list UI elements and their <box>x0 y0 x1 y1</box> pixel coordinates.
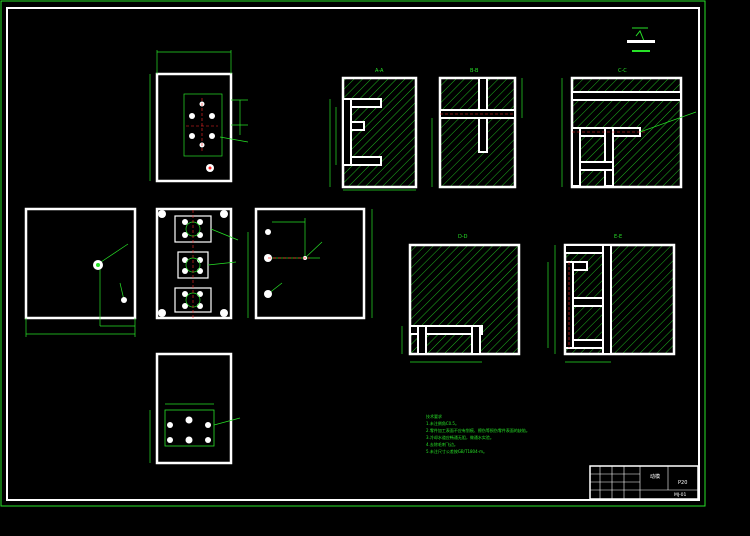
front-view <box>155 207 239 320</box>
section-a-a-label: A-A <box>375 68 384 74</box>
technical-note-line: 1.未注倒角C0.5。 <box>426 421 459 426</box>
title-block <box>589 465 699 500</box>
right-view <box>247 207 373 320</box>
section-d-d <box>401 243 521 363</box>
bottom-view <box>149 352 241 465</box>
section-c-c <box>561 76 697 189</box>
section-b-b-label: B-B <box>470 68 479 74</box>
section-b-b <box>431 76 523 189</box>
technical-note-line: 2.零件加工表面不应有划痕、擦伤等损伤零件表面的缺陷。 <box>426 428 530 433</box>
section-d-d-label: D-D <box>458 234 468 240</box>
technical-note-line: 4.去除毛刺飞边。 <box>426 442 458 447</box>
section-c-c-label: C-C <box>618 68 627 74</box>
outer-sheet-border <box>0 0 706 507</box>
section-e-e <box>547 243 676 363</box>
left-view <box>24 207 137 337</box>
inner-frame <box>6 7 700 501</box>
technical-notes-list: 1.未注倒角C0.5。 2.零件加工表面不应有划痕、擦伤等损伤零件表面的缺陷。 3.… <box>426 420 566 455</box>
title-block-material: P20 <box>678 480 687 486</box>
title-block-part-name: 动模 <box>650 473 660 480</box>
technical-note-line: 5.未注尺寸公差按GB/T1804-m。 <box>426 449 487 454</box>
roughness-symbol <box>627 27 655 52</box>
title-block-drawing-number: MJ-01 <box>674 492 687 498</box>
section-e-e-label: E-E <box>614 234 622 240</box>
section-a-a <box>329 76 418 191</box>
top-view <box>149 50 249 183</box>
technical-notes-heading: 技术要求 <box>426 414 442 419</box>
technical-notes: 技术要求 1.未注倒角C0.5。 2.零件加工表面不应有划痕、擦伤等损伤零件表面的… <box>426 413 566 455</box>
technical-note-line: 3.冷却水道应畅通无阻，做通水实验。 <box>426 435 494 440</box>
